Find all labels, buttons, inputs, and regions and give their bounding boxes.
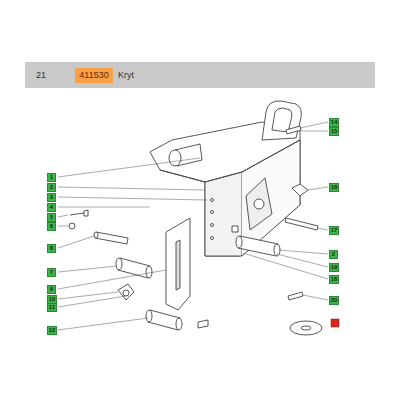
bracket <box>166 218 190 310</box>
callout-box: 8 <box>47 244 56 253</box>
callout-number: 3 <box>50 194 53 200</box>
page-number: 21 <box>36 71 46 80</box>
roller <box>238 236 278 256</box>
callout-box: 9 <box>47 285 56 294</box>
callout-number: 6 <box>50 223 53 229</box>
callout-box: 6 <box>47 222 56 231</box>
callout-number: 8 <box>50 245 53 251</box>
callout-number: 15 <box>331 128 338 134</box>
callout-box: 3 <box>47 193 56 202</box>
callout-number: 20 <box>331 297 338 303</box>
screw <box>198 320 208 328</box>
callout-box: 7 <box>47 268 56 277</box>
callout-number: 2 <box>50 184 53 190</box>
callout-box: 16 <box>329 275 339 284</box>
roller <box>148 310 180 330</box>
callout-box: 17 <box>329 226 339 235</box>
callout-number: 17 <box>331 227 338 233</box>
washer <box>69 223 75 229</box>
callout-box: 4 <box>47 203 56 212</box>
callout-box: 2 <box>47 183 56 192</box>
callout-number: 1 <box>50 174 53 180</box>
wing-knob <box>118 284 134 300</box>
callout-box: 5 <box>47 213 56 222</box>
selected-marker <box>331 319 339 327</box>
callout-number: 16 <box>331 276 338 282</box>
callout-number: 9 <box>50 286 53 292</box>
callout-number: 11 <box>49 304 55 310</box>
roller <box>118 258 150 278</box>
callout-box: 12 <box>47 326 57 335</box>
pin <box>95 232 128 244</box>
knob <box>292 184 308 196</box>
loose-parts <box>69 126 322 335</box>
screw <box>70 210 88 216</box>
callout-box: 1 <box>47 173 56 182</box>
leader-lines <box>58 122 328 330</box>
callout-number: 14 <box>331 119 338 125</box>
callout-box: 11 <box>47 303 57 312</box>
callout-box: 19 <box>329 263 339 272</box>
callout-number: 18 <box>331 184 338 190</box>
callout-box: 20 <box>329 296 339 305</box>
assembly-name: Kryt <box>118 71 134 80</box>
callout-number: 10 <box>49 296 56 302</box>
callout-box: 2 <box>329 250 338 259</box>
callout-number: 12 <box>49 327 56 333</box>
screw <box>288 292 303 300</box>
screw <box>286 126 301 134</box>
callout-number: 2 <box>332 251 335 257</box>
disc <box>290 321 322 335</box>
header-bar <box>25 62 375 88</box>
callout-box: 14 <box>329 118 339 127</box>
pin <box>285 218 318 230</box>
callout-box: 18 <box>329 183 339 192</box>
callout-number: 4 <box>50 204 53 210</box>
part-number-highlight: 411530 <box>75 68 113 83</box>
part-number: 411530 <box>79 71 108 80</box>
callout-number: 19 <box>331 264 338 270</box>
callout-number: 7 <box>50 269 53 275</box>
callout-box: 15 <box>329 127 339 136</box>
callout-number: 5 <box>50 214 53 220</box>
